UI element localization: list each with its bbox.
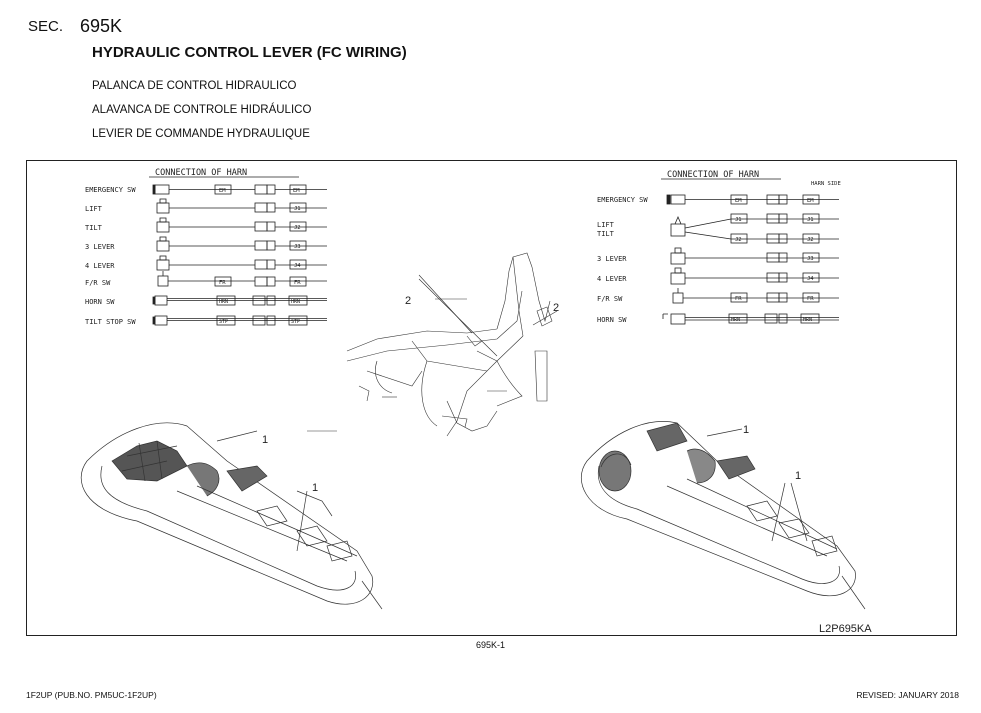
svg-text:J2: J2 (294, 225, 301, 231)
page-title: HYDRAULIC CONTROL LEVER (FC WIRING) (92, 44, 407, 61)
left-row: LIFT J1 (85, 198, 327, 214)
callout-1-right-a: 1 (743, 424, 749, 436)
callout-1-right-b: 1 (795, 470, 801, 482)
left-control-lever-sketch (80, 422, 383, 610)
left-row: F/R SW FR FR (85, 271, 327, 287)
svg-text:EM: EM (807, 198, 814, 204)
svg-text:EMERGENCY SW: EMERGENCY SW (597, 196, 648, 204)
svg-text:4 LEVER: 4 LEVER (597, 275, 627, 283)
harn-side-note: HARN SIDE (811, 181, 841, 187)
svg-text:EM: EM (293, 188, 300, 194)
wiring-diagram: CONNECTION OF HARN EMERGENCY SW EM EM LI… (80, 168, 872, 635)
left-table-heading: CONNECTION OF HARN (155, 168, 247, 178)
right-row: LIFT TILT J1 J2 J1 J2 (597, 213, 839, 244)
svg-text:4 LEVER: 4 LEVER (85, 262, 115, 270)
left-row: 3 LEVER J3 (85, 236, 327, 252)
right-row: 3 LEVER J3 (597, 247, 839, 265)
diagram-frame: CONNECTION OF HARN EMERGENCY SW EM EM LI… (26, 160, 957, 636)
svg-text:3 LEVER: 3 LEVER (85, 243, 115, 251)
svg-text:STP: STP (291, 319, 300, 325)
footer-revised: REVISED: JANUARY 2018 (856, 690, 959, 700)
sec-label: SEC. (28, 18, 64, 35)
svg-text:FR: FR (807, 296, 814, 302)
callout-2-left: 2 (405, 295, 411, 307)
callout-2-right: 2 (553, 302, 559, 314)
svg-text:J3: J3 (807, 256, 814, 262)
svg-text:HORN SW: HORN SW (85, 298, 115, 306)
callout-1-left-a: 1 (262, 434, 268, 446)
right-control-lever-sketch (581, 421, 866, 610)
right-row: F/R SW FR FR (597, 288, 839, 304)
svg-text:FR: FR (219, 280, 226, 286)
svg-text:J4: J4 (294, 263, 301, 269)
svg-text:STP: STP (219, 319, 228, 325)
callout-1-left-b: 1 (312, 482, 318, 494)
svg-text:FR: FR (735, 296, 742, 302)
svg-text:HRN: HRN (219, 299, 228, 305)
subtitle-es: PALANCA DE CONTROL HIDRAULICO (92, 80, 297, 92)
right-row: 4 LEVER J4 (597, 267, 839, 285)
left-row: TILT STOP SW STP STP (85, 315, 327, 326)
sec-number: 695K (80, 16, 123, 36)
left-connection-table: CONNECTION OF HARN EMERGENCY SW EM EM LI… (85, 168, 327, 326)
svg-text:LIFT: LIFT (597, 221, 615, 229)
left-row: EMERGENCY SW EM EM (85, 184, 327, 195)
svg-text:J2: J2 (807, 237, 814, 243)
svg-text:TILT STOP SW: TILT STOP SW (85, 318, 136, 326)
right-row: HORN SW HRN HRN (597, 313, 839, 325)
svg-text:F/R SW: F/R SW (85, 279, 111, 287)
svg-text:J1: J1 (294, 206, 301, 212)
svg-text:3 LEVER: 3 LEVER (597, 255, 627, 263)
right-connection-table: CONNECTION OF HARN HARN SIDE EMERGENCY S… (597, 170, 841, 325)
svg-text:TILT: TILT (597, 230, 615, 238)
subtitle-fr: LEVIER DE COMMANDE HYDRAULIQUE (92, 128, 310, 140)
svg-text:HRN: HRN (803, 317, 812, 323)
svg-text:EM: EM (735, 198, 742, 204)
right-row: EMERGENCY SW EM EM (597, 194, 839, 205)
right-table-heading: CONNECTION OF HARN (667, 170, 759, 180)
svg-text:EM: EM (219, 188, 226, 194)
svg-text:HRN: HRN (731, 317, 740, 323)
left-row: TILT J2 (85, 217, 327, 233)
svg-text:EMERGENCY SW: EMERGENCY SW (85, 186, 136, 194)
svg-text:TILT: TILT (85, 224, 103, 232)
svg-text:J4: J4 (807, 276, 814, 282)
svg-text:HRN: HRN (291, 299, 300, 305)
subtitle-pt: ALAVANCA DE CONTROLE HIDRÁULICO (92, 104, 312, 116)
vehicle-sketch (307, 252, 558, 437)
svg-text:J3: J3 (294, 244, 301, 250)
svg-text:FR: FR (294, 280, 301, 286)
left-row: HORN SW HRN HRN (85, 295, 327, 306)
drawing-code: L2P695KA (819, 623, 872, 635)
left-row: 4 LEVER J4 (85, 255, 327, 271)
svg-text:HORN SW: HORN SW (597, 316, 627, 324)
svg-text:J2: J2 (735, 237, 742, 243)
page-number: 695K-1 (475, 640, 506, 650)
svg-text:LIFT: LIFT (85, 205, 103, 213)
footer-publication: 1F2UP (PUB.NO. PM5UC-1F2UP) (26, 690, 157, 700)
svg-text:J1: J1 (807, 217, 814, 223)
svg-text:J1: J1 (735, 217, 742, 223)
svg-text:F/R SW: F/R SW (597, 295, 623, 303)
